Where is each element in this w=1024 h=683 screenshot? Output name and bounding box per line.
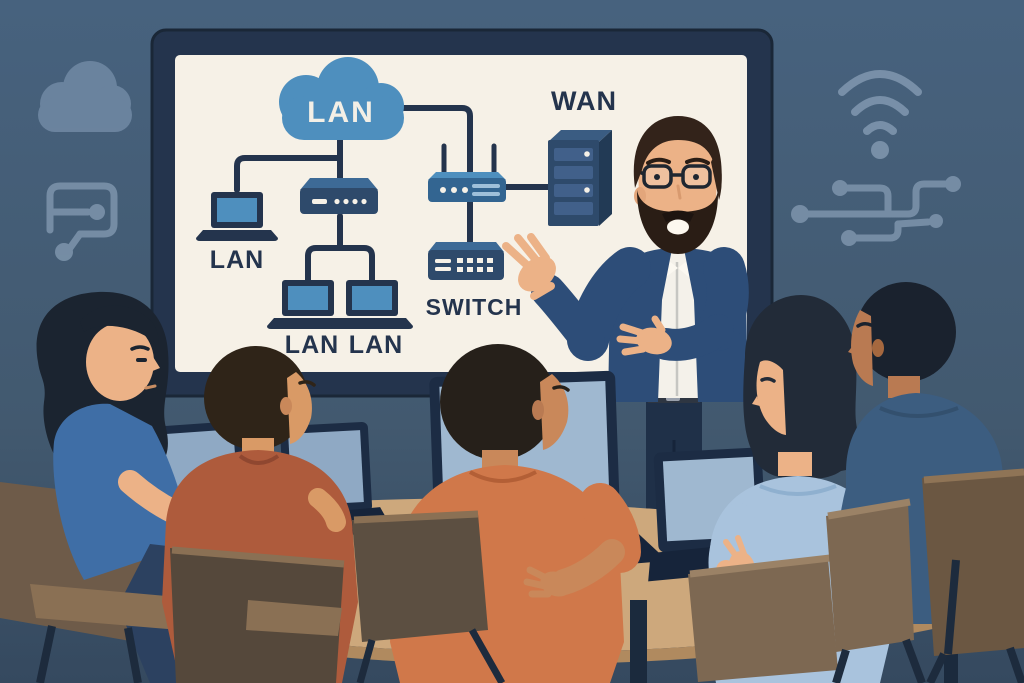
instructor-hair (633, 116, 722, 190)
instructor-mouth (667, 219, 689, 235)
switch-device-bottom (428, 242, 504, 280)
circuit-trace-left-icon (46, 182, 118, 261)
circuit-trace-right-icon (791, 176, 961, 246)
server-device (548, 130, 612, 226)
student-man-rust (162, 346, 358, 683)
router-device (428, 143, 506, 202)
wifi-icon (838, 70, 922, 159)
lan-left-label: LAN (210, 246, 264, 274)
switch-label: SWITCH (426, 294, 523, 320)
instructor-head (633, 116, 722, 254)
chair-right-middle (826, 498, 926, 683)
student-man-center (352, 344, 641, 683)
instructor-right-hand (616, 315, 672, 356)
lan-bottom-left-label: LAN (285, 331, 339, 359)
diagram-connection-lines (234, 105, 551, 283)
cloud-lan-label: LAN (307, 96, 375, 129)
cloud-icon (38, 61, 132, 132)
wan-label: WAN (551, 86, 617, 116)
instructor-left-hand (502, 233, 556, 300)
switch-device-top (300, 178, 378, 214)
lan-bottom-right-label: LAN (349, 331, 403, 359)
network-cloud (279, 57, 404, 140)
